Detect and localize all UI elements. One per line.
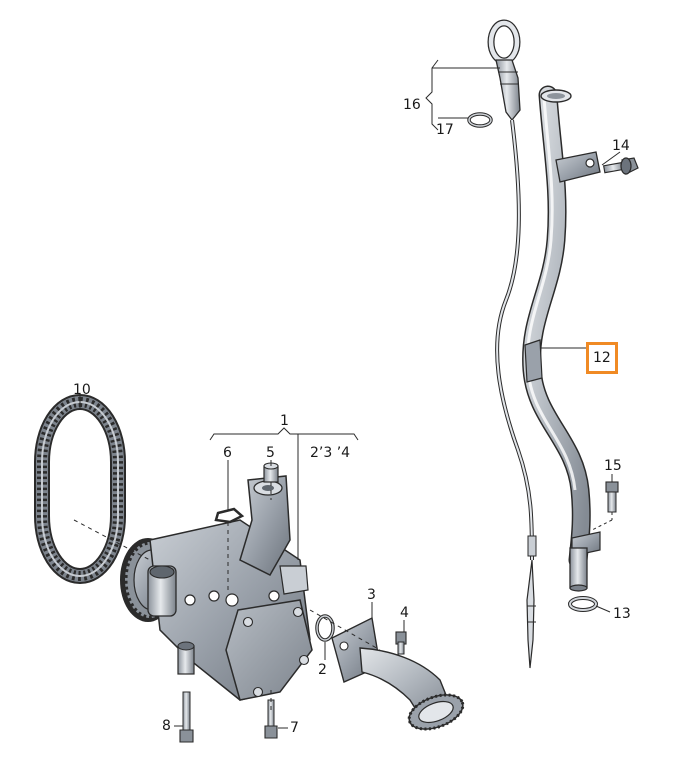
oil-pump: [120, 475, 313, 701]
bolt-4: [395, 631, 407, 655]
dipstick: [487, 19, 537, 669]
label-8: 8: [162, 718, 171, 734]
bolt-8: [179, 691, 194, 743]
gasket-6: [214, 507, 245, 524]
label-10: 10: [73, 382, 91, 398]
label-3: 3: [367, 587, 376, 603]
label-1: 1: [280, 413, 289, 429]
bolt-7: [264, 699, 278, 739]
toothed-belt: [34, 394, 126, 584]
label-13: 13: [613, 606, 631, 622]
label-12: 12: [593, 350, 611, 366]
label-15: 15: [604, 458, 622, 474]
label-16: 16: [403, 97, 421, 113]
label-1-subparts: 2’3 ’4: [310, 445, 351, 461]
label-4: 4: [400, 605, 409, 621]
bolt-15: [605, 481, 619, 513]
label-5: 5: [266, 445, 275, 461]
bolt-14: [602, 157, 639, 175]
suction-pipe: [331, 616, 465, 731]
leader-lines: [73, 59, 621, 729]
label-7: 7: [290, 720, 299, 736]
label-17: 17: [436, 122, 454, 138]
sleeve-5: [263, 462, 279, 483]
dipstick-guide-tube: [522, 85, 601, 592]
label-2: 2: [318, 662, 327, 678]
label-14: 14: [612, 138, 630, 154]
highlight-box-12: [586, 342, 618, 374]
label-6: 6: [223, 445, 232, 461]
